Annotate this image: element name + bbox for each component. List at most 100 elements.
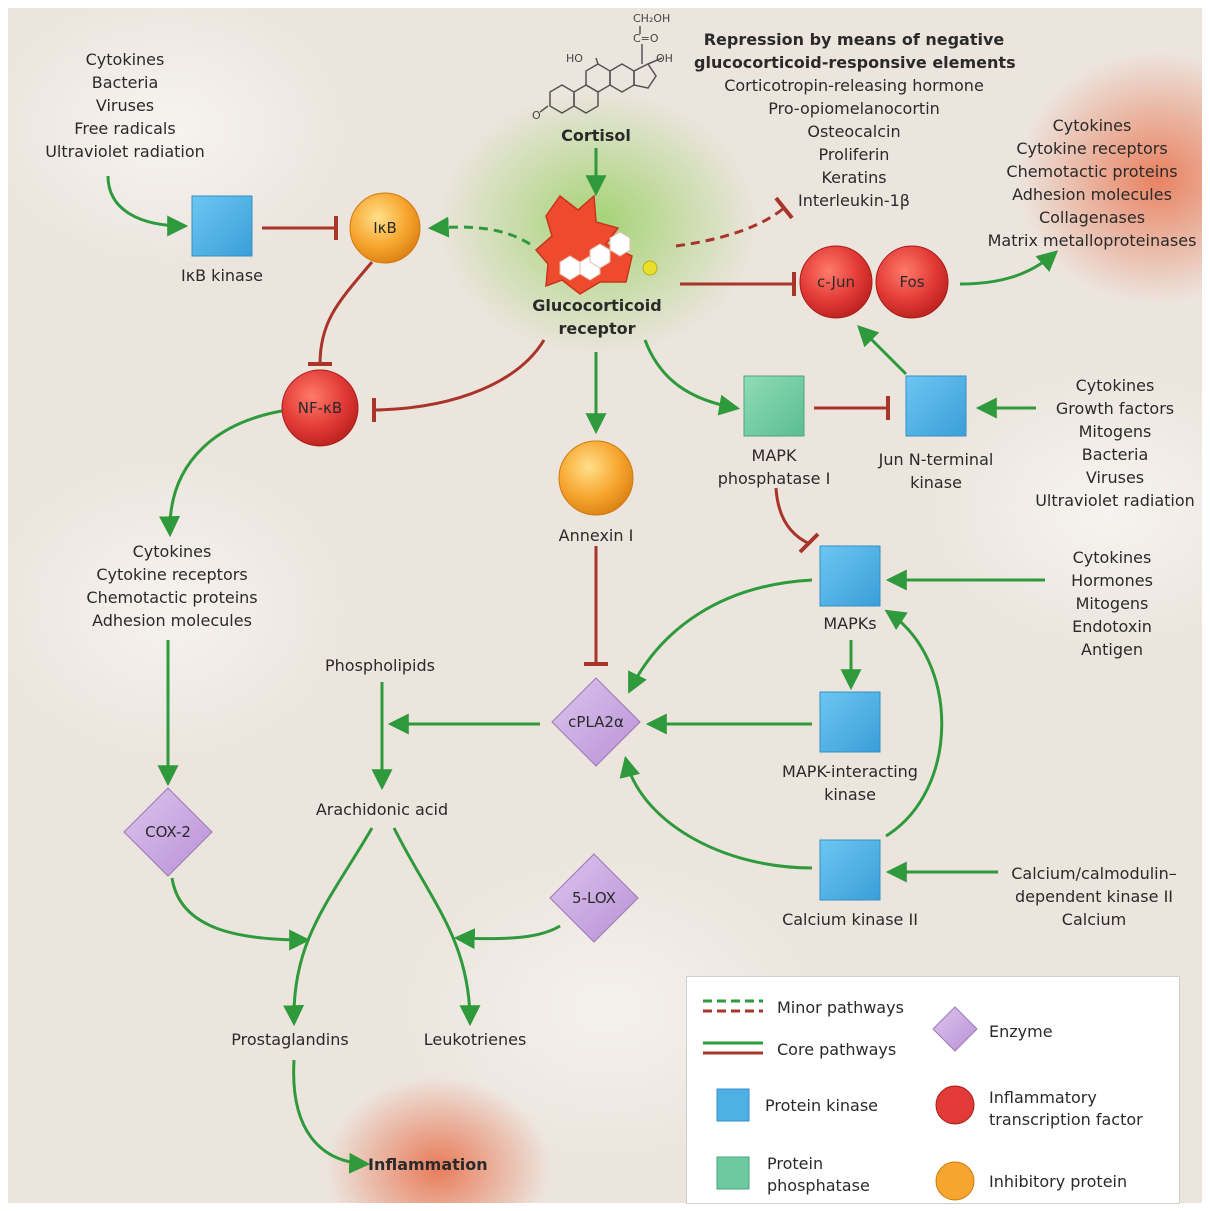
arrow-mapks-to-cpla2a xyxy=(628,578,813,694)
fos-label: Fos xyxy=(899,273,925,291)
5lox-label: 5-LOX xyxy=(572,889,616,907)
list-item: Adhesion molecules xyxy=(92,611,252,630)
list-item: Bacteria xyxy=(1081,445,1149,464)
calcium-stimuli-list: Calcium/calmodulin– dependent kinase II … xyxy=(992,862,1196,931)
legend-enzyme-icon xyxy=(932,1006,978,1052)
cjun-node xyxy=(799,245,873,319)
list-item: Chemotactic proteins xyxy=(86,588,258,607)
nfkb-label: NF-κB xyxy=(297,399,343,417)
inhibit-phosphatase-mapks xyxy=(774,487,811,546)
arachidonic-acid-label: Arachidonic acid xyxy=(315,800,449,819)
arrow-calcium-kinase-to-cpla2a xyxy=(619,755,813,870)
legend-symbols xyxy=(703,999,978,1201)
ikb-kinase-label: IκB kinase xyxy=(180,266,264,285)
inflammation-label: Inflammation xyxy=(368,1155,488,1174)
legend-enzyme-label: Enzyme xyxy=(989,1022,1053,1041)
molecule-ch2oh: CH₂OH xyxy=(633,12,670,25)
ikb-kinase-node xyxy=(191,195,253,257)
list-item: Osteocalcin xyxy=(807,122,901,141)
5lox-node xyxy=(549,853,639,943)
phospholipids-label: Phospholipids xyxy=(325,656,435,675)
legend-phosphatase-icon xyxy=(716,1156,750,1190)
list-item: Free radicals xyxy=(74,119,176,138)
jnk-label: Jun N-terminal kinase xyxy=(878,450,994,492)
mapk-interacting-label: MAPK-interacting kinase xyxy=(782,762,918,804)
list-item: Antigen xyxy=(1081,640,1143,659)
list-item: Corticotropin-releasing hormone xyxy=(724,76,984,95)
cpla2a-node xyxy=(551,677,641,767)
arrow-nfkb-to-products xyxy=(159,408,289,538)
list-item: Chemotactic proteins xyxy=(1006,162,1178,181)
fos-node xyxy=(875,245,949,319)
molecule-oh: OH xyxy=(656,52,673,65)
cortisol-molecule-icon xyxy=(539,26,663,114)
list-item: Cytokine receptors xyxy=(1016,139,1168,158)
cjun-label: c-Jun xyxy=(817,273,855,291)
list-item: Matrix metalloproteinases xyxy=(987,231,1197,250)
molecule-ho: HO xyxy=(566,52,583,65)
jnk-node xyxy=(905,375,967,437)
ikb-label: IκB xyxy=(373,219,397,237)
nfkb-node xyxy=(281,369,359,447)
glucocorticoid-receptor-icon xyxy=(534,194,658,295)
arrow-cox2-to-prostaglandins xyxy=(170,877,311,951)
mapks-label: MAPKs xyxy=(823,614,877,633)
list-item: Collagenases xyxy=(1038,208,1146,227)
legend: Minor pathways Core pathways Enzyme Prot… xyxy=(686,976,1180,1204)
annexin-node xyxy=(558,440,634,516)
mapk-interacting-node xyxy=(819,691,881,753)
list-item: Viruses xyxy=(95,96,155,115)
list-item: Cytokines xyxy=(1075,376,1155,395)
legend-core-label: Core pathways xyxy=(777,1040,897,1059)
legend-inhibitory-protein-icon xyxy=(935,1161,975,1201)
list-item: Growth factors xyxy=(1055,399,1175,418)
arrow-stimuli-to-ikb-kinase xyxy=(106,175,189,237)
list-item: Proliferin xyxy=(818,145,890,164)
legend-inflammatory-tf-icon xyxy=(935,1085,975,1125)
list-item: Cytokine receptors xyxy=(96,565,248,584)
list-item: Ultraviolet radiation xyxy=(1035,491,1195,510)
top-left-stimuli-list: Cytokines Bacteria Viruses Free radicals… xyxy=(30,48,220,163)
molecule-co: C=O xyxy=(633,32,659,45)
calcium-kinase-node xyxy=(819,839,881,901)
arrow-calcium-kinase-to-mapks xyxy=(884,609,944,838)
list-item: Keratins xyxy=(821,168,887,187)
repression-title: Repression by means of negative xyxy=(703,30,1005,49)
nfkb-products-list: Cytokines Cytokine receptors Chemotactic… xyxy=(74,540,270,632)
arrow-5lox-to-leukotrienes xyxy=(453,924,561,950)
activation-arrows xyxy=(106,148,1059,1174)
list-item: Bacteria xyxy=(91,73,159,92)
arrow-prostaglandins-to-inflammation xyxy=(292,1059,371,1174)
leukotrienes-label: Leukotrienes xyxy=(423,1030,527,1049)
list-item: Cytokines xyxy=(1072,548,1152,567)
legend-protein-kinase-icon xyxy=(716,1088,750,1122)
list-item: Calcium xyxy=(1061,910,1127,929)
inhibit-ikb-nfkb xyxy=(318,261,374,365)
list-item: Pro-opiomelanocortin xyxy=(768,99,940,118)
arrow-ap1-to-products xyxy=(959,250,1059,286)
legend-phosphatase-label: Protein phosphatase xyxy=(767,1154,870,1195)
arrow-receptor-to-ikb-minor xyxy=(427,216,531,246)
list-item: Interleukin-1β xyxy=(798,191,910,210)
molecule-o: O xyxy=(532,109,541,122)
list-item: Mitogens xyxy=(1078,422,1152,441)
arrow-receptor-to-mapk-phosphatase xyxy=(643,339,741,416)
repression-title: glucocorticoid-responsive elements xyxy=(694,53,1016,72)
legend-inhibitory-protein-label: Inhibitory protein xyxy=(989,1172,1128,1191)
mapk-phosphatase-node xyxy=(743,375,805,437)
list-item: Viruses xyxy=(1085,468,1145,487)
ikb-node xyxy=(349,192,421,264)
calcium-kinase-label: Calcium kinase II xyxy=(782,910,918,929)
repression-block: Repression by means of negative glucocor… xyxy=(694,28,1016,212)
inhibit-receptor-repression-minor xyxy=(675,206,785,248)
annexin-label: Annexin I xyxy=(558,526,634,545)
list-item: Adhesion molecules xyxy=(1012,185,1172,204)
list-item: Mitogens xyxy=(1075,594,1149,613)
inhibition-lines xyxy=(262,216,890,666)
list-item: Cytokines xyxy=(1052,116,1132,135)
list-item: Cytokines xyxy=(85,50,165,69)
mapk-phosphatase-label: MAPK phosphatase I xyxy=(717,446,831,488)
cortisol-label: Cortisol xyxy=(561,126,631,145)
list-item: Hormones xyxy=(1071,571,1153,590)
jnk-stimuli-list: Cytokines Growth factors Mitogens Bacter… xyxy=(1020,374,1210,512)
